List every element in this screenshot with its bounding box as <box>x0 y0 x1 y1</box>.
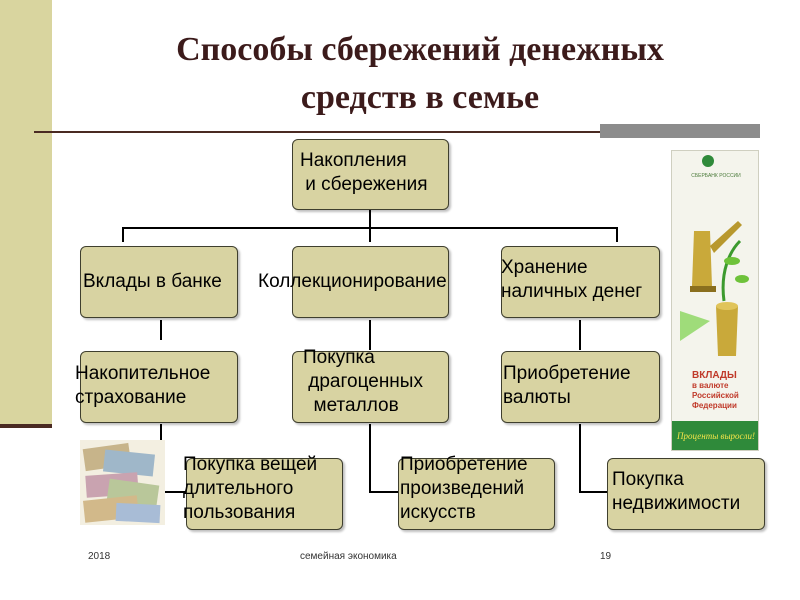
slide-title: Способы сбережений денежных средств в се… <box>60 26 780 122</box>
node-cash-storage-label: Хранение наличных денег <box>501 257 643 302</box>
banknotes-image <box>80 440 165 525</box>
banknotes-icon <box>82 442 161 524</box>
watering-can-icon <box>680 221 749 356</box>
node-currency-purchase-label: Приобретение валюты <box>503 363 631 408</box>
node-real-estate <box>607 458 765 530</box>
node-currency-purchase <box>501 351 660 423</box>
promo-title: ВКЛАДЫ в валюте Российской Федерации <box>692 371 752 411</box>
connector-center-l2-l3 <box>369 424 398 493</box>
node-durable-goods <box>186 458 343 530</box>
node-cash-storage <box>501 246 660 318</box>
node-real-estate-label: Покупка недвижимости <box>612 469 741 514</box>
node-art-purchase-label: Приобретение произведений искусств <box>400 454 528 523</box>
promo-footer: Проценты выросли! <box>672 421 758 450</box>
footer-page-number: 19 <box>600 551 612 562</box>
decorative-band <box>0 0 52 428</box>
node-savings-insurance <box>80 351 238 423</box>
node-durable-goods-label: Покупка вещей длительного пользования <box>183 454 318 523</box>
node-bank-deposits <box>80 246 238 318</box>
promo-header: СБЕРБАНК РОССИИ <box>691 173 741 179</box>
title-line-1: Способы сбережений денежных <box>176 31 664 68</box>
promo-title-line-3: Российской Федерации <box>692 391 739 410</box>
title-accent-block <box>600 124 760 138</box>
node-root-label: Накопления и сбережения <box>300 150 428 195</box>
node-precious-metals-label: Покупка драгоценных металлов <box>303 347 423 416</box>
node-root <box>292 139 449 210</box>
promo-title-line-2: в валюте <box>692 381 729 390</box>
footer-year: 2018 <box>88 551 111 562</box>
decorative-band-stripe <box>0 424 52 428</box>
title-underline <box>34 131 600 133</box>
node-precious-metals <box>292 351 449 423</box>
bank-ad-image: СБЕРБАНК РОССИИ ВКЛАДЫ в валюте Российск… <box>671 150 759 451</box>
node-savings-insurance-label: Накопительное страхование <box>75 363 211 408</box>
node-bank-deposits-label: Вклады в банке <box>83 271 222 292</box>
node-collecting-label: Коллекционирование <box>258 271 447 292</box>
node-art-purchase <box>398 458 555 530</box>
promo-title-line-1: ВКЛАДЫ <box>692 370 737 381</box>
bank-logo-icon <box>702 155 714 167</box>
title-line-2: средств в семье <box>300 79 540 116</box>
footer-topic: семейная экономика <box>300 551 397 562</box>
connector-right-l2-l3 <box>579 424 607 493</box>
node-collecting <box>292 246 449 318</box>
